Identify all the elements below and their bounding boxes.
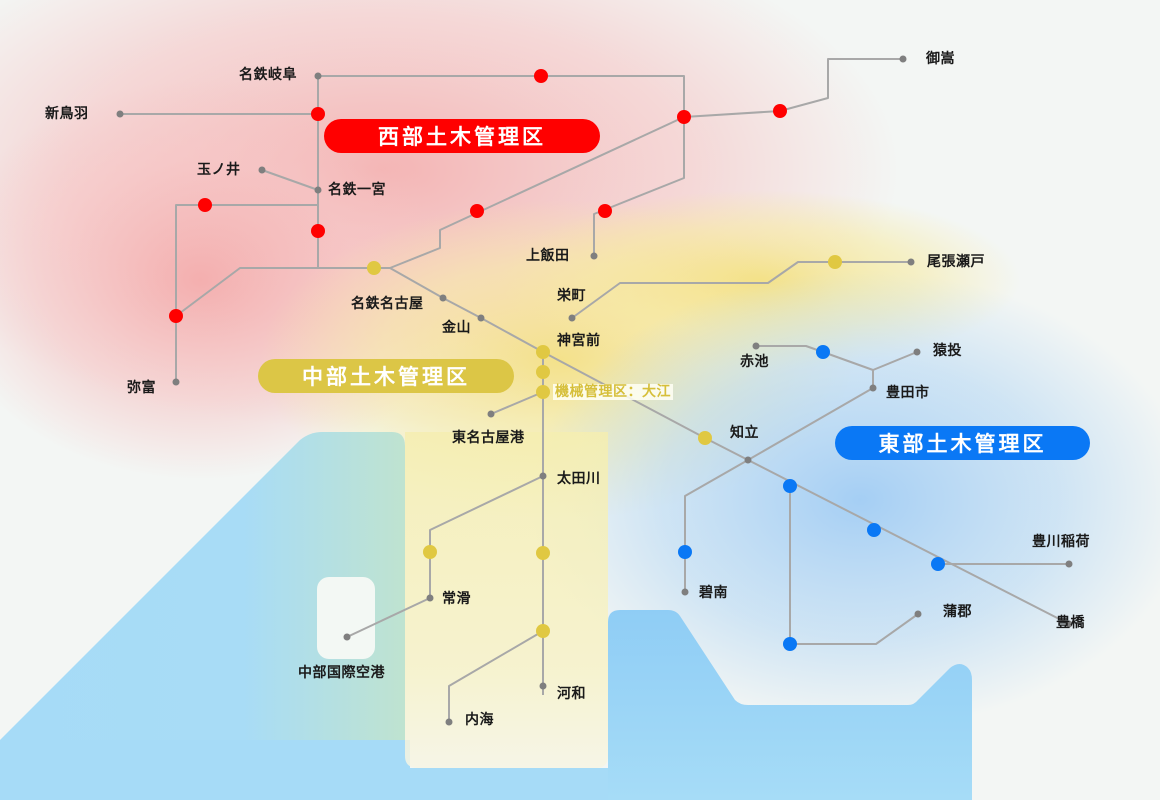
facility-label-oe: 機械管理区：大江: [553, 384, 673, 400]
station-label[interactable]: 新鳥羽: [45, 106, 89, 122]
station-label[interactable]: 名鉄岐阜: [239, 67, 297, 83]
station-label[interactable]: 赤池: [740, 354, 769, 370]
station-label[interactable]: 豊橋: [1056, 615, 1085, 631]
station-label[interactable]: 豊川稲荷: [1032, 534, 1090, 550]
east-depot-nodes: [678, 345, 945, 651]
station-label[interactable]: 知立: [730, 425, 759, 441]
central-depot-nodes: [367, 255, 842, 638]
station-label[interactable]: 猿投: [933, 343, 962, 359]
station-label[interactable]: 御嵩: [926, 51, 955, 67]
west-sea: [0, 432, 405, 800]
station-label[interactable]: 栄町: [557, 288, 586, 304]
station-label[interactable]: 玉ノ井: [197, 162, 241, 178]
station-label[interactable]: 碧南: [699, 585, 728, 601]
station-label[interactable]: 名鉄名古屋: [351, 296, 424, 312]
station-label[interactable]: 内海: [465, 712, 494, 728]
station-label[interactable]: 名鉄一宮: [328, 182, 386, 198]
station-label[interactable]: 豊田市: [886, 385, 930, 401]
chita-peninsula: [405, 432, 608, 768]
south-sea: [405, 610, 972, 800]
region-west-text: 西部土木管理区: [378, 125, 546, 149]
west-depot-nodes: [169, 69, 787, 323]
station-label[interactable]: 常滑: [442, 591, 471, 607]
region-west-label[interactable]: 西部土木管理区: [324, 119, 600, 153]
region-central-label[interactable]: 中部土木管理区: [258, 359, 514, 393]
station-label[interactable]: 上飯田: [526, 248, 570, 264]
station-label[interactable]: 蒲郡: [943, 604, 972, 620]
region-east-label[interactable]: 東部土木管理区: [835, 426, 1090, 460]
station-label[interactable]: 中部国際空港: [298, 665, 385, 681]
station-label[interactable]: 太田川: [557, 471, 601, 487]
airport-island: [317, 577, 375, 659]
region-east-text: 東部土木管理区: [878, 432, 1047, 456]
station-label[interactable]: 神宮前: [557, 333, 601, 349]
region-central-text: 中部土木管理区: [302, 365, 470, 389]
minor-station-dots: [116, 55, 1073, 726]
station-label[interactable]: 尾張瀬戸: [927, 254, 985, 270]
station-label[interactable]: 弥富: [127, 380, 156, 396]
station-label[interactable]: 金山: [442, 320, 471, 336]
station-label[interactable]: 河和: [557, 686, 586, 702]
station-label[interactable]: 東名古屋港: [452, 430, 525, 446]
